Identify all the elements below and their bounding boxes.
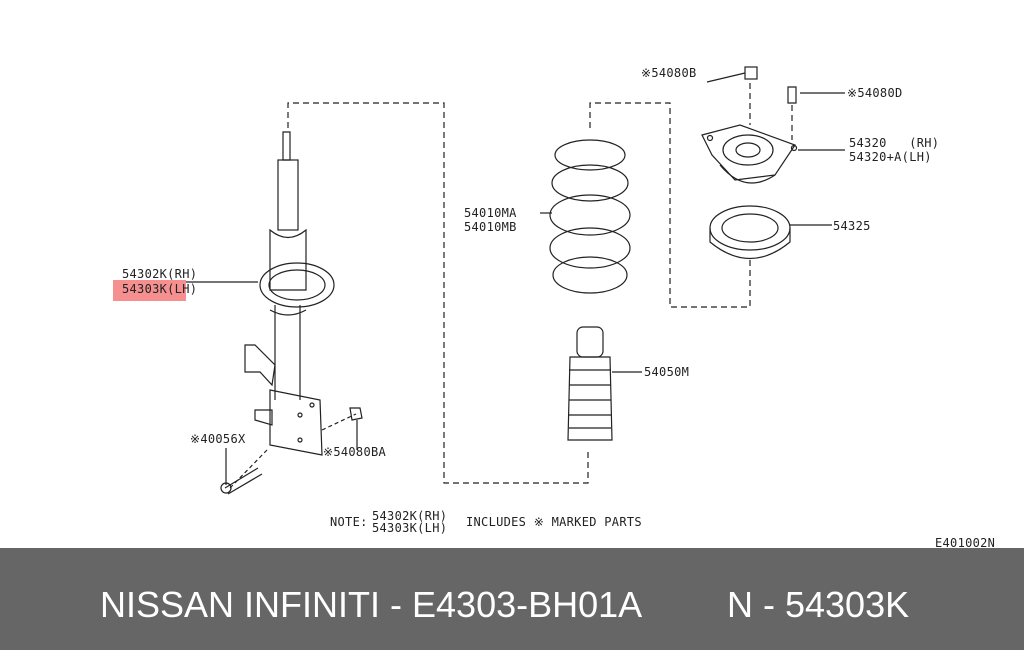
- label-mount-rh: 54320 (RH): [849, 136, 940, 150]
- note-text: INCLUDES ※ MARKED PARTS: [466, 515, 642, 529]
- strut-assembly-drawing: [186, 131, 363, 495]
- diagram-code: E401002N: [935, 536, 996, 550]
- label-spring-b: 54010MB: [464, 220, 517, 234]
- coil-spring-drawing: [540, 139, 631, 294]
- footer-part-number: N - 54303K: [727, 584, 910, 625]
- label-mount-lh: 54320+A(LH): [849, 150, 932, 164]
- label-bump-stop: 54050M: [644, 365, 690, 379]
- strut-mount-drawing: [701, 66, 845, 184]
- label-bolt-top: ※54080D: [847, 86, 903, 100]
- label-bolt: ※40056X: [190, 432, 246, 446]
- label-strut-lh: 54303K(LH): [122, 282, 198, 296]
- note-rh: 54302K(RH): [372, 509, 448, 523]
- label-bearing: 54325: [833, 219, 871, 233]
- label-spring-a: 54010MA: [464, 206, 517, 220]
- bearing-drawing: [709, 205, 832, 260]
- label-nut-top: ※54080B: [641, 66, 697, 80]
- leader-dashed-lines: [287, 83, 793, 484]
- label-strut-rh: 54302K(RH): [122, 267, 198, 281]
- footer-bar: NISSAN INFINITI - E4303-BH01A N - 54303K: [0, 548, 1024, 650]
- highlighted-part-marker: [113, 280, 186, 301]
- bump-stop-drawing: [567, 326, 642, 441]
- note-prefix: NOTE:: [330, 515, 368, 529]
- footer-brand-code: NISSAN INFINITI - E4303-BH01A: [100, 584, 643, 625]
- label-nut-lower: ※54080BA: [323, 445, 387, 459]
- parts-diagram: [186, 66, 845, 495]
- note-lh: 54303K(LH): [372, 521, 448, 535]
